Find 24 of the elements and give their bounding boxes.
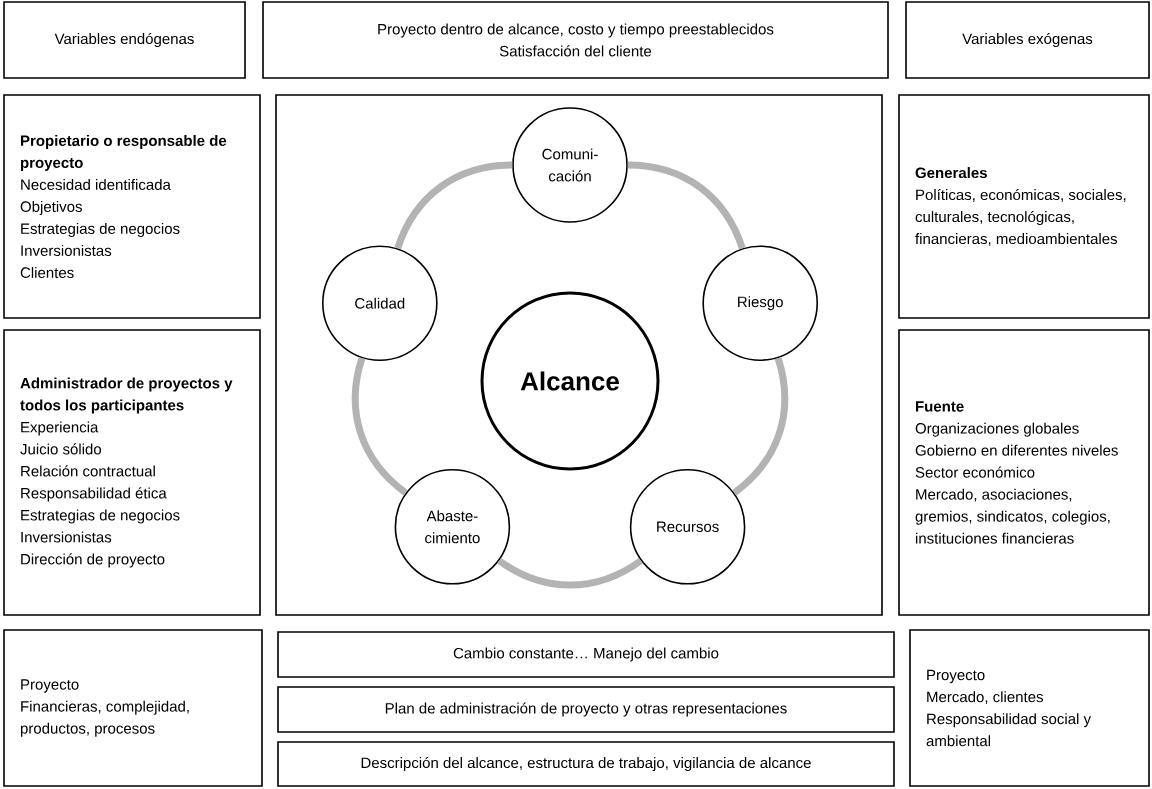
ring-arc (351, 357, 408, 496)
text-box: Proyecto Mercado, clientes Responsabilidad social y ambiental (909, 629, 1150, 787)
circle-node: Comuni- cación (512, 107, 628, 223)
text-box: Administrador de proyectos y todos los participantes Experiencia Juicio sólido Relación contractual Responsabilidad ética Estrategias de negocios Inversionistas Dirección de proyecto (3, 329, 261, 616)
text-box: Proyecto Financieras, complejidad, productos, procesos (3, 629, 263, 787)
circle-node: Recursos (629, 469, 746, 585)
text-box: Cambio constante… Manejo del cambio (277, 631, 895, 678)
panel-box (275, 94, 883, 616)
circle-node: Riesgo (702, 245, 818, 361)
ring-arc (497, 557, 643, 589)
circle-node: Abaste- cimiento (394, 469, 511, 585)
circle-node: Calidad (322, 245, 438, 361)
text-box: Propietario o responsable de proyecto Necesidad identificada Objetivos Estrategias de negocios Inversionistas Clientes (3, 94, 261, 319)
text-box: Variables exógenas (905, 1, 1150, 79)
text-box: Variables endógenas (3, 1, 246, 79)
text-box: Generales Políticas, económicas, sociales, culturales, tecnológicas, financieras, medioambientales (898, 94, 1150, 319)
text-box: Proyecto dentro de alcance, costo y tiempo preestablecidos Satisfacción del cliente (262, 1, 889, 79)
circle-node: Alcance (480, 291, 660, 471)
text-box: Fuente Organizaciones globales Gobierno en diferentes niveles Sector económico Mercado, asociaciones, gremios, sindicatos, colegios, instituciones financieras (898, 329, 1150, 616)
text-box: Plan de administración de proyecto y otras representaciones (277, 686, 895, 733)
text-box: Descripción del alcance, estructura de trabajo, vigilancia de alcance (277, 741, 895, 787)
ring-arc (627, 161, 746, 250)
ring-arc (732, 357, 789, 496)
ring-arc (394, 161, 513, 250)
